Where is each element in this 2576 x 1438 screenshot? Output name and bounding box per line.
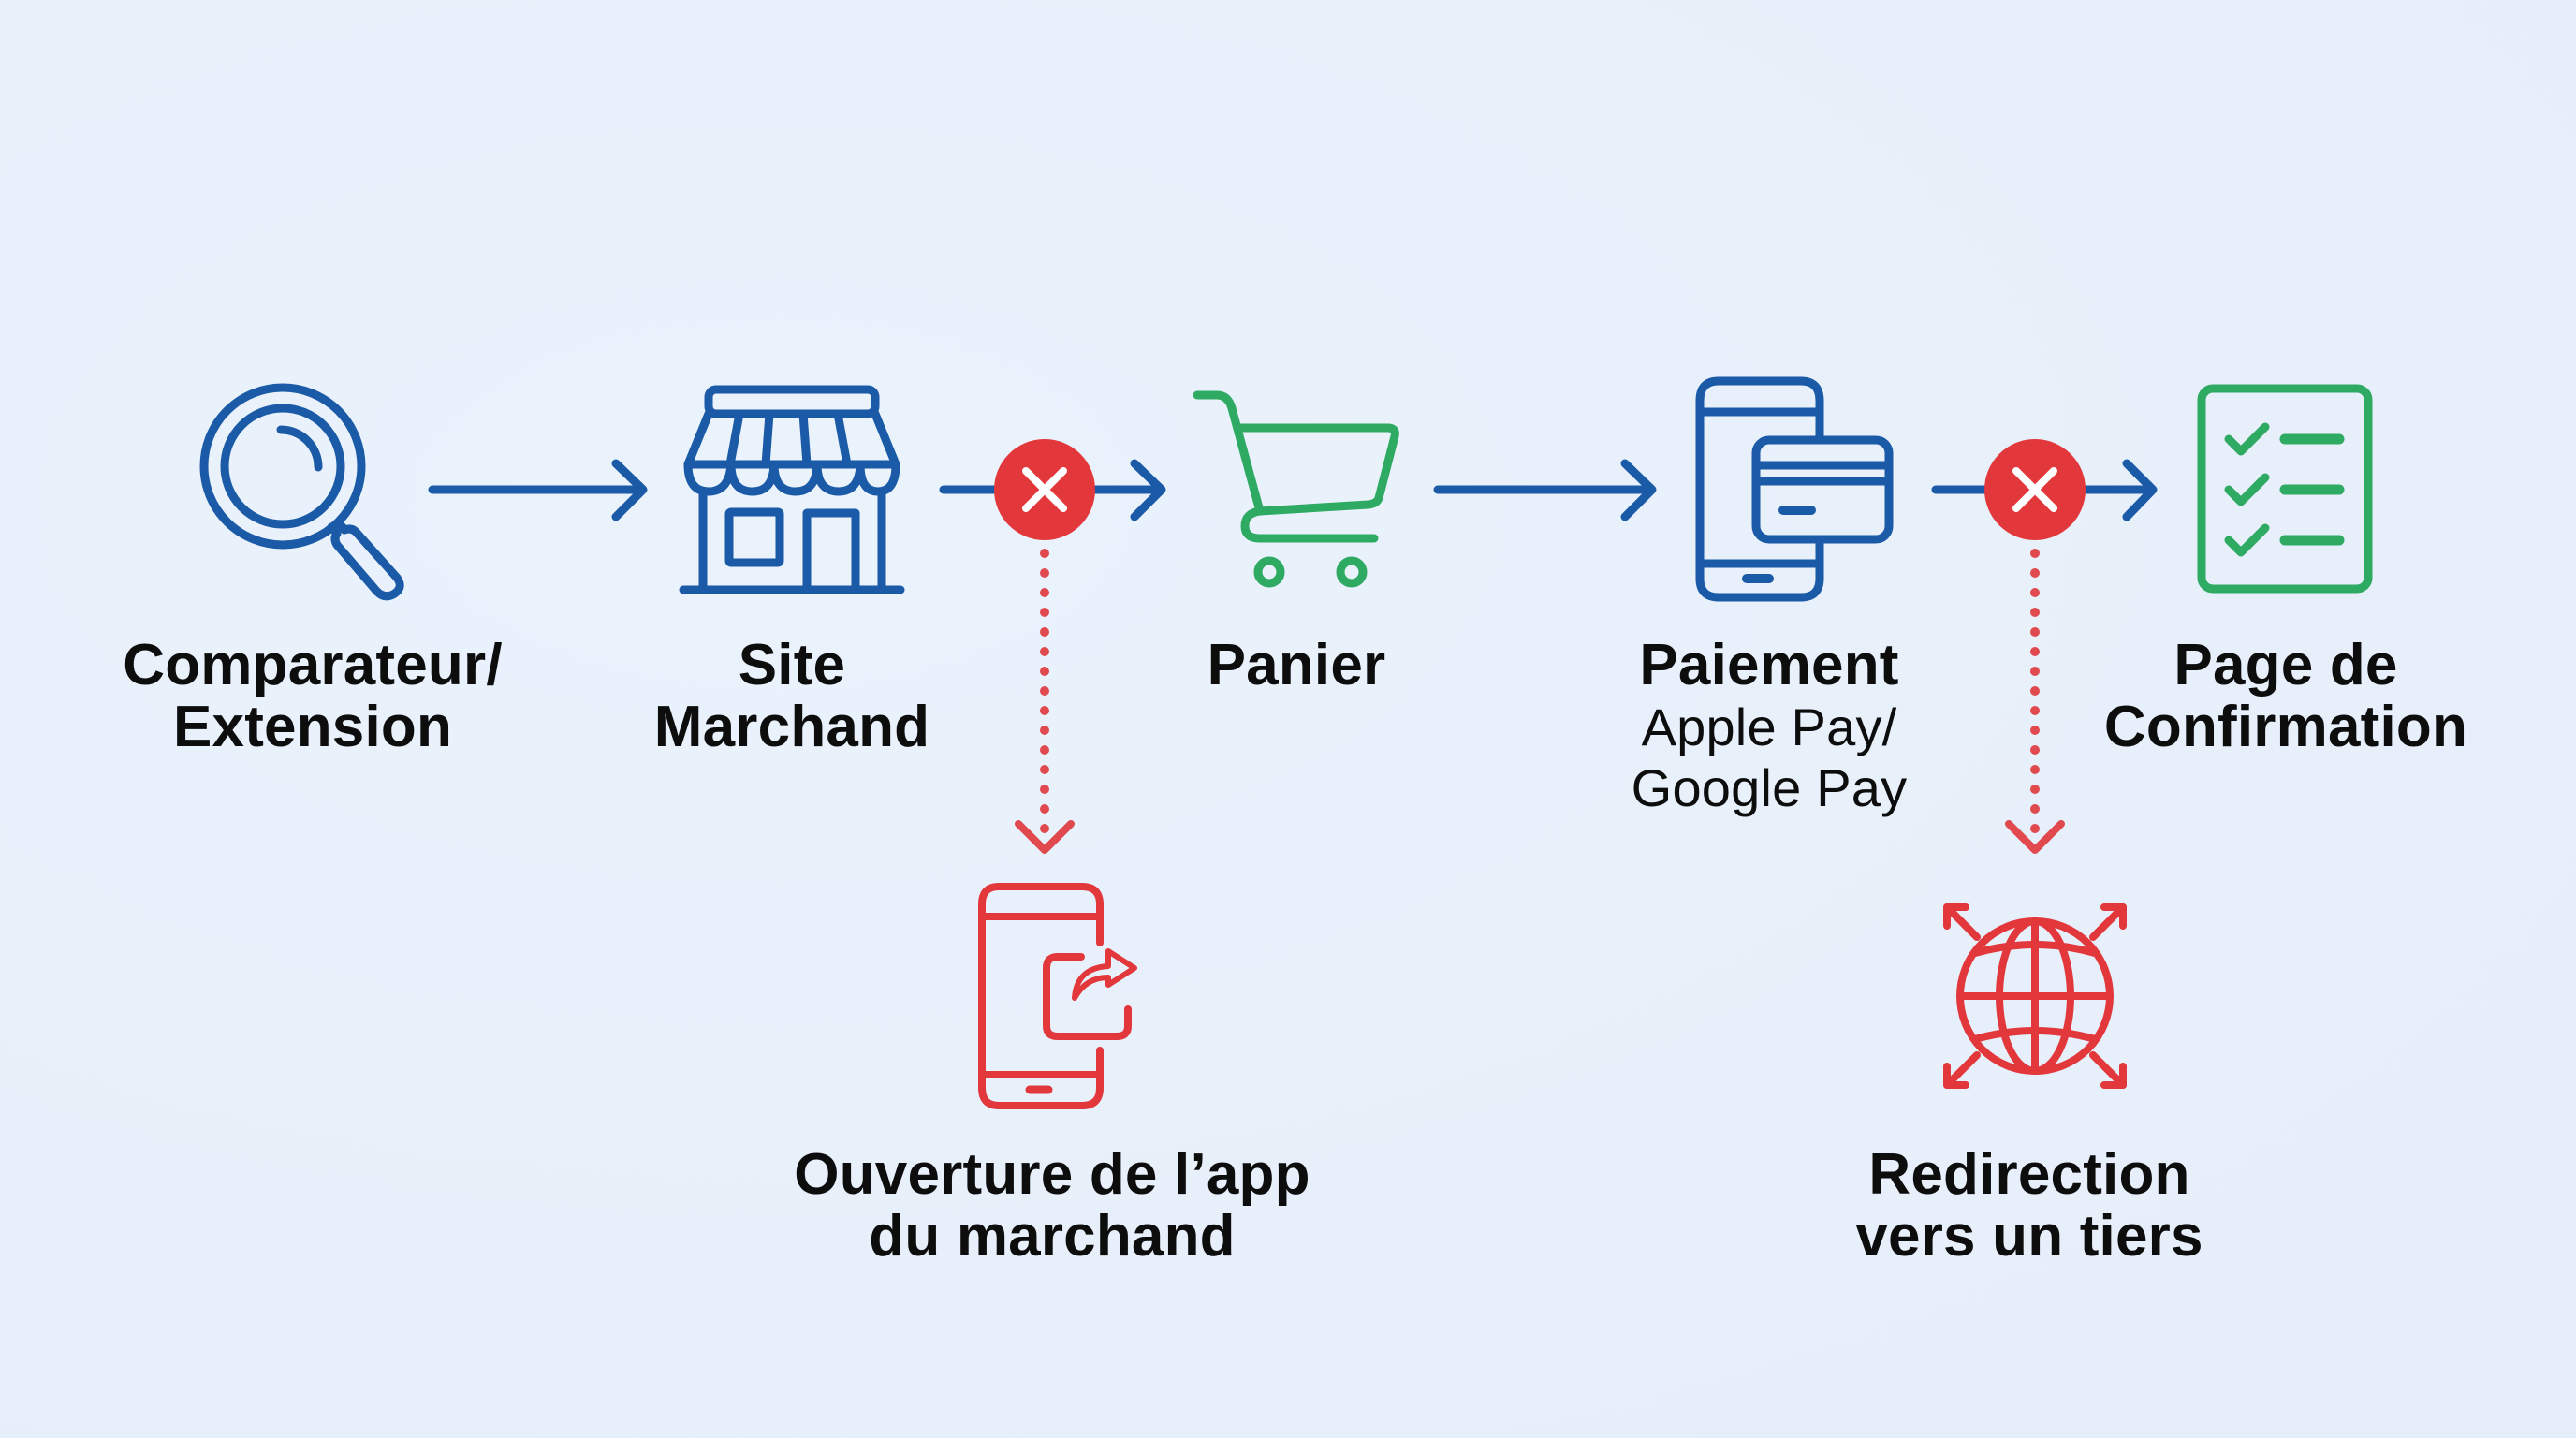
payment-methods-line: Google Pay [1631, 758, 1908, 817]
step-label-confirmation: Page de Confirmation [2104, 635, 2467, 758]
phone-card-icon [1695, 376, 1894, 602]
globe-redirect-icon [1943, 903, 2127, 1089]
label-line: Confirmation [2103, 695, 2468, 759]
label-line: Site [738, 633, 846, 697]
step-label-merchant-site: Site Marchand [654, 635, 929, 758]
storefront-icon [679, 385, 905, 594]
step-label-comparator: Comparateur/ Extension [123, 635, 503, 758]
label-line: Page de [2174, 633, 2398, 697]
failure-dotted-line-2 [2030, 549, 2040, 833]
flow-arrow-3 [1433, 459, 1657, 521]
failure-dotted-line-1 [1040, 549, 1049, 833]
shopping-cart-icon [1193, 390, 1399, 588]
x-circle-icon [994, 439, 1095, 540]
down-chevron-icon [2005, 820, 2065, 854]
step-label-cart: Panier [1208, 635, 1386, 697]
label-line: du marchand [869, 1204, 1236, 1269]
phone-app-redirect-icon [978, 883, 1137, 1109]
magnifier-icon [199, 383, 404, 601]
x-circle-icon [1984, 439, 2086, 540]
step-label-payment: Paiement Apple Pay/ Google Pay [1632, 635, 1908, 818]
checklist-icon [2197, 384, 2373, 594]
label-line: Panier [1207, 633, 1386, 697]
label-line: Paiement [1639, 633, 1899, 697]
branch-label-third-party-redirect: Redirection vers un tiers [1855, 1144, 2203, 1268]
label-line: Comparateur/ [123, 633, 503, 697]
flow-arrow-1 [428, 459, 648, 521]
payment-methods-line: Apple Pay/ [1641, 697, 1897, 756]
down-chevron-icon [1015, 820, 1075, 854]
label-line: vers un tiers [1855, 1204, 2203, 1269]
label-line: Redirection [1868, 1142, 2190, 1207]
label-line: Ouverture de l’app [794, 1142, 1310, 1207]
label-line: Extension [172, 695, 453, 759]
label-line: Marchand [653, 695, 930, 759]
branch-label-app-open: Ouverture de l’app du marchand [794, 1144, 1310, 1268]
